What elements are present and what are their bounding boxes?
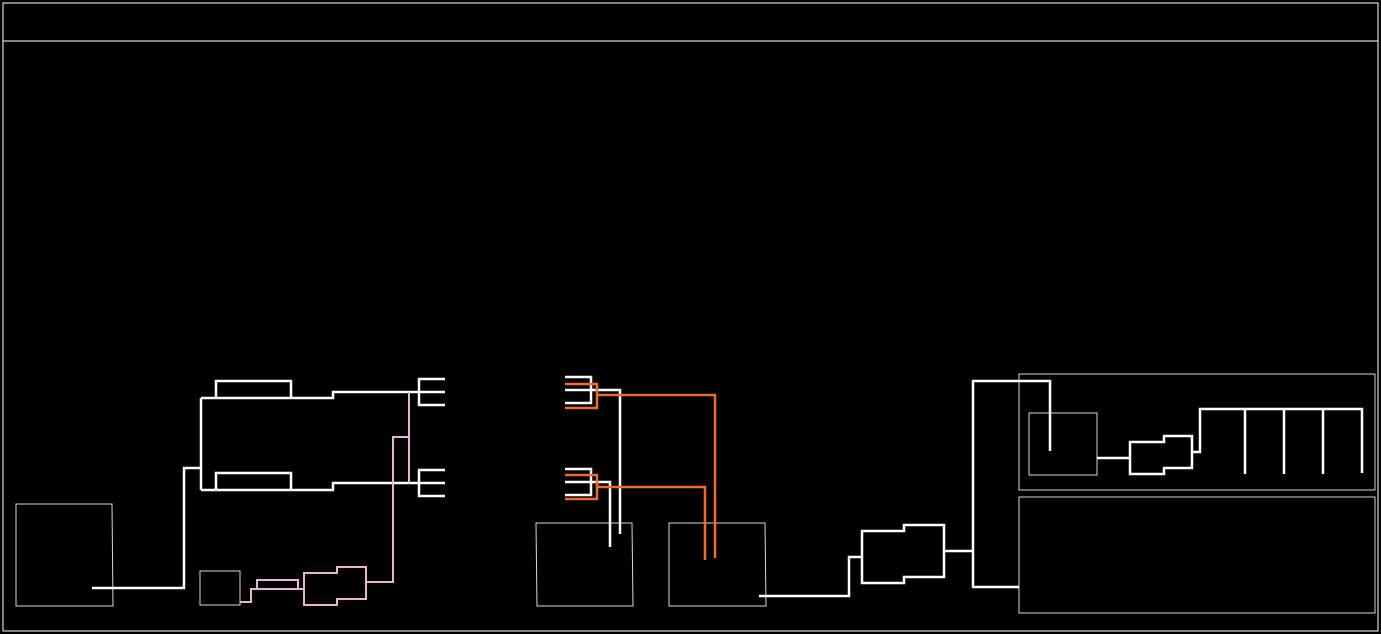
pink-feed — [240, 588, 304, 603]
white-wiring — [92, 375, 1364, 598]
orange-wiring — [565, 382, 717, 560]
feed-line-right — [759, 555, 862, 598]
right-module — [860, 523, 946, 585]
right-panel-lower — [1018, 496, 1376, 614]
relay-out — [1192, 407, 1364, 473]
left-lower-bump — [214, 471, 293, 490]
pink-riser-a — [366, 392, 410, 583]
left-upper-bump — [214, 379, 293, 398]
orange-upper-run — [597, 393, 717, 558]
pink-wiring — [240, 392, 410, 606]
right-panel-inner-box — [1028, 412, 1098, 476]
pink-module — [303, 566, 367, 606]
right-panel-upper — [1018, 373, 1376, 491]
left-upper-rail — [201, 390, 420, 400]
small-relay — [1128, 434, 1194, 476]
pink-bump — [256, 579, 299, 589]
source-unit-box — [15, 503, 114, 607]
orange-lower-run — [597, 485, 707, 560]
small-unit-box — [199, 570, 241, 606]
right-trunk — [971, 379, 1052, 589]
center-unit-box-right — [668, 522, 767, 607]
component-boxes — [15, 373, 1376, 614]
center-unit-box-left — [535, 522, 634, 607]
feed-line-left — [92, 466, 201, 590]
left-lower-rail — [201, 481, 420, 492]
